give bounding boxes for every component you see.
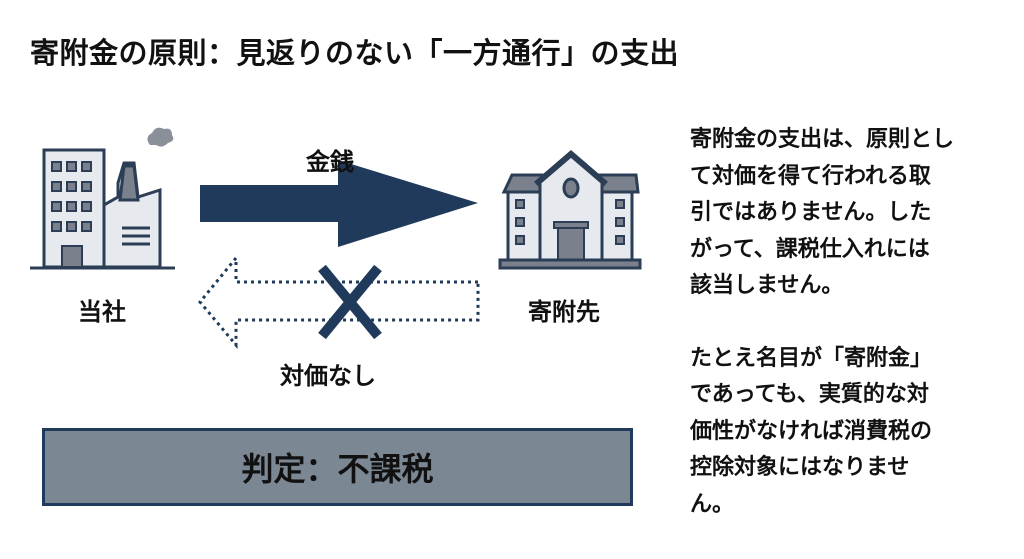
consideration-arrow-dotted [198,253,480,350]
flow-diagram [30,127,642,350]
text-line: 引ではありません。した [690,200,932,225]
explanation-paragraph-2: たとえ名目が「寄附金」 であっても、実質的な対 価性がなければ消費税の 控除対象… [690,341,1010,524]
verdict-box: 判定：不課税 [42,428,633,506]
money-label: 金銭 [306,148,354,176]
text-line: 該当しません。 [690,273,844,298]
text-line: であっても、実質的な対 [690,382,929,407]
text-line: ん。 [690,491,735,517]
text-line: て対価を得て行われる取 [690,163,931,189]
cross-icon [318,264,382,340]
page-title: 寄附金の原則：見返りのない「一方通行」の支出 [30,36,680,70]
recipient-label: 寄附先 [528,298,600,326]
explanation-paragraph-1: 寄附金の支出は、原則とし て対価を得て行われる取 引ではありません。した がって… [690,122,1010,305]
text-line: がって、課税仕入れには [690,236,930,262]
explanation-text: 寄附金の支出は、原則とし て対価を得て行われる取 引ではありません。した がって… [690,122,1010,559]
text-line: 価性がなければ消費税の [690,418,933,444]
text-line: たとえ名目が「寄附金」 [690,345,933,371]
company-label: 当社 [78,298,126,326]
text-line: 寄附金の支出は、原則とし [690,127,955,152]
text-line: 控除対象にはなりませ [690,455,910,480]
verdict-text: 判定：不課税 [241,450,434,488]
company-building-icon [30,127,175,270]
recipient-building-icon [498,150,642,270]
money-arrow [200,160,478,247]
no-consideration-label: 対価なし [280,362,376,390]
